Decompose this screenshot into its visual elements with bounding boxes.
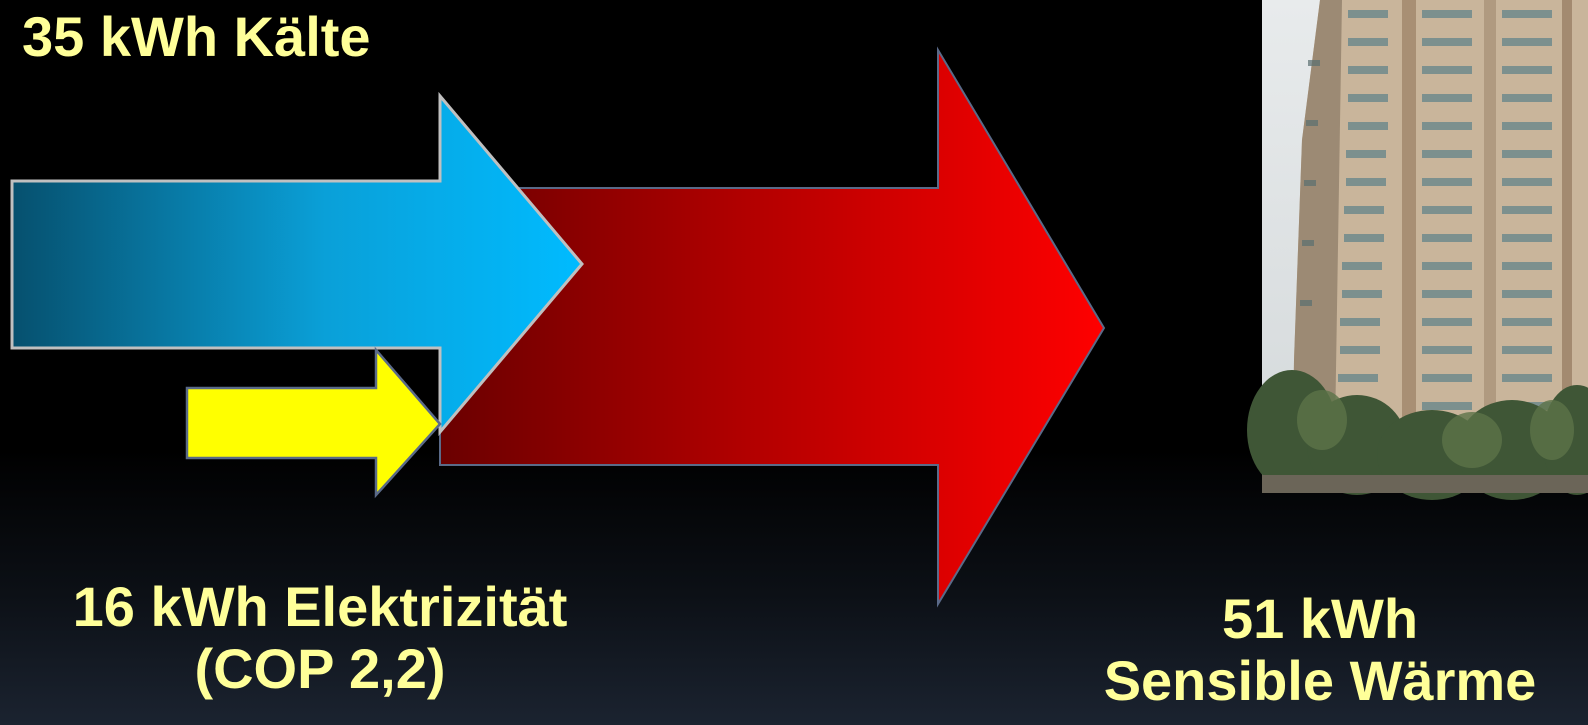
electricity-arrow — [185, 346, 442, 499]
electricity-label-line1: 16 kWh Elektrizität — [72, 575, 568, 638]
electricity-label: 16 kWh Elektrizität (COP 2,2) — [20, 576, 620, 700]
cold-label: 35 kWh Kälte — [22, 6, 371, 68]
heat-label-line1: 51 kWh — [1221, 587, 1419, 650]
heat-arrow — [439, 46, 1106, 608]
cold-arrow — [10, 91, 584, 437]
heat-label: 51 kWh Sensible Wärme — [1060, 588, 1580, 712]
building-photo — [1247, 0, 1588, 500]
cold-label-text: 35 kWh Kälte — [22, 5, 371, 68]
heat-label-line2: Sensible Wärme — [1103, 649, 1537, 712]
electricity-label-line2: (COP 2,2) — [194, 637, 446, 700]
